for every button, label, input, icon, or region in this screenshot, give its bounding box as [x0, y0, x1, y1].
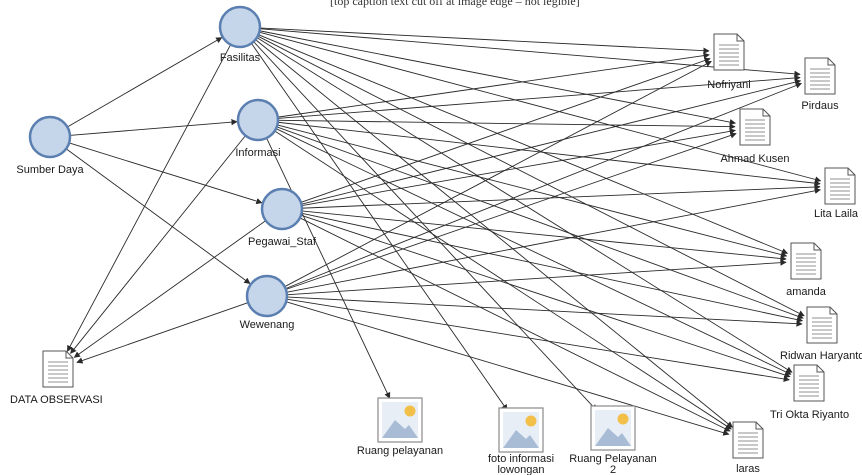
- edge-pegawai-staf-to-lita-laila: [302, 183, 821, 209]
- document-icon-nofriyani: [713, 33, 745, 71]
- edge-pegawai-staf-to-data-observasi: [73, 220, 266, 358]
- edge-pegawai-staf-to-nofriyani: [301, 57, 711, 203]
- document-icon-pirdaus: [804, 57, 836, 95]
- image-icon-ruang-pelayanan: [377, 397, 423, 443]
- doc-label-nofriyani: Nofriyani: [707, 79, 751, 91]
- edge-fasilitas-to-laras: [256, 39, 733, 428]
- edge-pegawai-staf-to-pirdaus: [302, 79, 802, 205]
- edge-pegawai-staf-to-tri-okta-riyanto: [301, 215, 791, 378]
- doc-label-laras: laras: [736, 463, 760, 475]
- edge-wewenang-to-ridwan-haryanto: [287, 296, 803, 327]
- document-icon-laras: [732, 421, 764, 459]
- edge-informasi-to-lita-laila: [278, 121, 821, 187]
- document-icon-amanda: [790, 242, 822, 280]
- edge-informasi-to-ridwan-haryanto: [277, 126, 804, 320]
- edge-informasi-to-nofriyani: [278, 52, 710, 118]
- edge-wewenang-to-tri-okta-riyanto: [287, 298, 790, 383]
- node-label-informasi: Informasi: [235, 147, 281, 159]
- edge-wewenang-to-pirdaus: [286, 82, 803, 289]
- top-caption: [top caption text cut off at image edge …: [330, 0, 580, 8]
- doc-label-amanda: amanda: [786, 286, 826, 298]
- edge-wewenang-to-lita-laila: [287, 187, 821, 293]
- edge-informasi-to-tri-okta-riyanto: [276, 128, 792, 375]
- document-icon-lita-laila: [824, 167, 856, 205]
- doc-label-tri-okta-riyanto: Tri Okta Riyanto: [770, 409, 850, 421]
- edge-informasi-to-pirdaus: [278, 74, 801, 119]
- node-label-pegawai-staf: Pegawai_Staf: [248, 236, 316, 248]
- edge-wewenang-to-ahmad-kusen: [286, 132, 737, 290]
- node-wewenang: [245, 274, 289, 318]
- image-label-ruang-pelayanan: Ruang pelayanan: [356, 445, 444, 457]
- edge-pegawai-staf-to-ridwan-haryanto: [302, 212, 804, 323]
- image-label-ruang-pelayanan-2-line1: Ruang Pelayanan: [569, 453, 657, 465]
- edge-pegawai-staf-to-laras: [300, 217, 731, 432]
- image-label-ruang-pelayanan-2-line2: 2: [609, 465, 617, 475]
- edge-pegawai-staf-to-amanda: [302, 210, 787, 262]
- node-sumber-daya: [28, 115, 72, 159]
- edge-sumber-daya-to-informasi: [70, 119, 238, 136]
- edge-fasilitas-to-data-observasi: [66, 45, 231, 352]
- doc-label-ridwan-haryanto: Ridwan Haryanto: [780, 350, 862, 362]
- edge-pegawai-staf-to-ahmad-kusen: [302, 128, 736, 206]
- image-icon-foto-informasi: [498, 407, 544, 453]
- node-label-wewenang: Wewenang: [239, 319, 295, 331]
- edge-fasilitas-to-lita-laila: [260, 31, 822, 183]
- document-icon-ahmad-kusen: [739, 108, 771, 146]
- edge-fasilitas-to-ahmad-kusen: [260, 30, 736, 126]
- edge-wewenang-to-amanda: [287, 259, 787, 296]
- document-icon-tri-okta-riyanto: [793, 364, 825, 402]
- edge-wewenang-to-nofriyani: [285, 60, 712, 287]
- image-icon-ruang-pelayanan-2: [590, 405, 636, 451]
- edge-sumber-daya-to-fasilitas: [67, 37, 223, 127]
- edge-informasi-to-ahmad-kusen: [278, 119, 736, 130]
- node-label-fasilitas: Fasilitas: [219, 52, 261, 64]
- edge-wewenang-to-data-observasi: [76, 302, 248, 364]
- document-icon-data-observasi: [42, 350, 74, 388]
- doc-label-pirdaus: Pirdaus: [801, 100, 839, 112]
- edge-fasilitas-to-amanda: [259, 34, 789, 255]
- edge-fasilitas-to-foto-informasi: [251, 43, 508, 411]
- image-label-foto-informasi-line1: foto informasi: [487, 453, 555, 465]
- edge-informasi-to-data-observasi: [70, 136, 246, 354]
- edge-fasilitas-to-nofriyani: [260, 27, 710, 54]
- edge-fasilitas-to-tri-okta-riyanto: [257, 37, 793, 373]
- edge-informasi-to-ruang-pelayanan: [266, 138, 391, 399]
- edge-sumber-daya-to-wewenang: [66, 149, 251, 284]
- node-fasilitas: [218, 5, 262, 49]
- edge-sumber-daya-to-pegawai-staf: [69, 142, 263, 205]
- doc-label-lita-laila: Lita Laila: [814, 208, 859, 220]
- document-icon-ridwan-haryanto: [806, 306, 838, 344]
- doc-label-data-observasi: DATA OBSERVASI: [10, 394, 103, 406]
- edge-fasilitas-to-ruang-pelayanan-2: [253, 42, 598, 411]
- edge-fasilitas-to-ridwan-haryanto: [258, 36, 805, 317]
- node-informasi: [236, 98, 280, 142]
- image-label-foto-informasi-line2: lowongan: [497, 465, 545, 475]
- node-label-sumber-daya: Sumber Daya: [16, 164, 84, 176]
- doc-label-ahmad-kusen: Ahmad Kusen: [720, 153, 790, 165]
- edge-wewenang-to-laras: [286, 301, 730, 436]
- node-pegawai-staf: [260, 187, 304, 231]
